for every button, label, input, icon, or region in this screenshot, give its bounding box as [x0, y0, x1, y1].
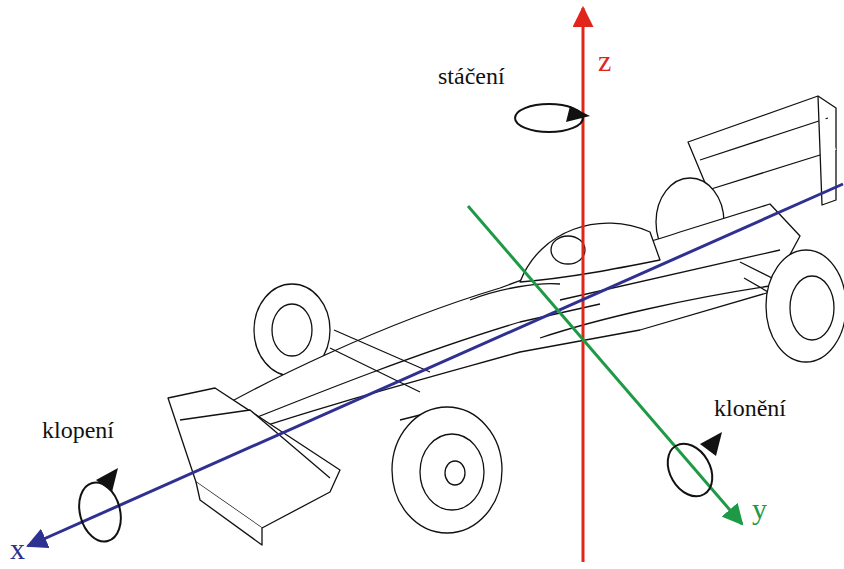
- rotation-name: klopení: [42, 418, 114, 442]
- axis-name: x: [10, 534, 25, 564]
- axis-name: z: [598, 46, 611, 76]
- axis-name: y: [752, 494, 767, 524]
- rotation-symbols: [73, 104, 722, 546]
- rotation-name: klonění: [714, 396, 786, 420]
- x-axis: [28, 184, 843, 546]
- y-axis: [468, 206, 742, 524]
- rotation-name: stáčení: [438, 64, 505, 88]
- z-axis: [582, 8, 585, 562]
- car-drawing: [168, 96, 844, 545]
